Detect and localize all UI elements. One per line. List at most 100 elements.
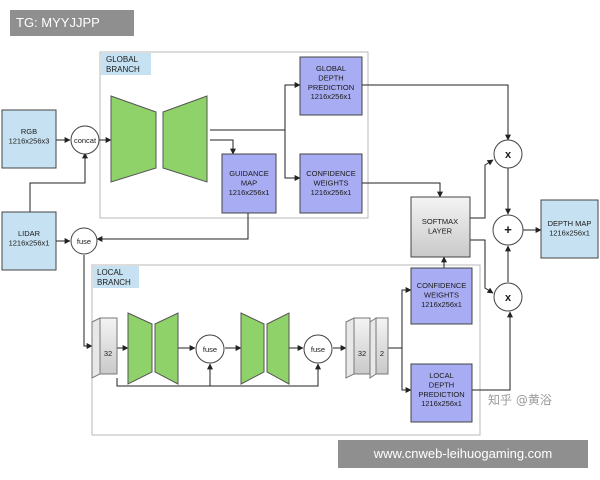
global-branch-label-bg [101, 53, 151, 75]
right-feature-stack [345, 317, 389, 379]
local-depth-label-line-2: PREDICTION [418, 390, 464, 399]
global-depth-to-mul-top [362, 84, 511, 141]
fuse-b-label-line-0: fuse [311, 345, 325, 354]
global-to-guidance [210, 139, 236, 155]
global-decoder-block [162, 95, 208, 183]
global-encoder-block [110, 95, 157, 183]
multiply-bottom-node [493, 282, 523, 312]
global-depth-box [299, 56, 363, 116]
connections [29, 82, 542, 393]
add-node [492, 214, 524, 246]
depth-map-label-line-1: 1216x256x1 [549, 228, 590, 237]
local-branch-label-line-1: BRANCH [97, 278, 131, 287]
multiply-top-label-line-0: x [505, 149, 512, 161]
lidar-label-line-0: LIDAR [18, 229, 41, 238]
guidance-map-label-line-1: MAP [241, 178, 257, 187]
softmax-label-line-1: LAYER [428, 226, 453, 235]
stack-to-local-depth [401, 348, 412, 393]
right-stack-32-label: 32 [358, 349, 366, 358]
global-branch-label-line-0: GLOBAL [106, 55, 139, 64]
local-decoder-a [154, 312, 179, 385]
fuse-b-label: fuse [311, 345, 325, 354]
local-depth-box [410, 363, 473, 423]
guidance-to-fuse [96, 213, 249, 242]
lidar-box [1, 211, 57, 271]
fuse-input-label: fuse [77, 237, 91, 246]
right-stack-2-label-line-0: 2 [380, 349, 384, 358]
global-depth-label-line-0: GLOBAL [316, 64, 346, 73]
global-branch-label-line-1: BRANCH [106, 65, 140, 74]
multiply-bottom-label-line-0: x [505, 292, 512, 304]
multiply-bottom-label: x [505, 292, 512, 304]
local-depth-label-line-3: 1216x256x1 [421, 399, 462, 408]
fuse-b-node [303, 334, 333, 364]
rgb-label-line-0: RGB [21, 127, 37, 136]
local-confidence-label-line-0: CONFIDENCE [417, 281, 467, 290]
fuse-to-local [83, 255, 93, 349]
fuse-input-label-line-0: fuse [77, 237, 91, 246]
lidar-label-line-1: 1216x256x1 [9, 238, 50, 247]
local-confidence-label-line-1: WEIGHTS [424, 290, 459, 299]
global-to-depth [210, 82, 301, 131]
depth-map-label-line-0: DEPTH MAP [548, 219, 592, 228]
multiply-top-label: x [505, 149, 512, 161]
local-encoder-a [127, 312, 153, 385]
local-confidence-label-line-2: 1216x256x1 [421, 300, 462, 309]
add-label: + [504, 222, 512, 237]
global-to-confidence [284, 130, 301, 181]
local-branch-label-line-0: LOCAL [97, 268, 124, 277]
global-depth-label-line-2: PREDICTION [308, 83, 354, 92]
fuse-a-node [195, 334, 225, 364]
tag-overlay: TG: MYYJJPP [10, 10, 134, 36]
global-confidence-label-line-1: WEIGHTS [314, 178, 349, 187]
add-label-line-0: + [504, 222, 512, 237]
multiply-top-node [493, 139, 523, 169]
lidar-to-concat [29, 152, 88, 212]
softmax-label-line-0: SOFTMAX [422, 217, 458, 226]
guidance-map-label-line-0: GUIDANCE [229, 169, 269, 178]
local-depth-to-mul-bottom [472, 311, 513, 391]
left-stack-label: 32 [104, 349, 112, 358]
global-confidence-label-line-0: CONFIDENCE [306, 169, 356, 178]
guidance-map-label-line-2: 1216x256x1 [229, 188, 270, 197]
local-confidence-box [410, 267, 473, 325]
concat-node [70, 125, 100, 155]
skip-b [117, 363, 321, 387]
softmax-box [410, 196, 471, 258]
local-decoder-b [266, 312, 290, 385]
global-branch-box [99, 51, 369, 219]
concat-label: concat [74, 136, 97, 145]
softmax-to-mul-bottom [470, 239, 494, 294]
fuse-a-label: fuse [203, 345, 217, 354]
global-confidence-label-line-2: 1216x256x1 [311, 188, 352, 197]
local-depth-label-line-1: DEPTH [429, 380, 454, 389]
local-branch-label-bg [93, 266, 139, 288]
stack-to-local-confidence [388, 287, 412, 349]
global-confidence-to-softmax [362, 182, 443, 198]
concat-label-line-0: concat [74, 136, 97, 145]
rgb-box [1, 109, 57, 169]
guidance-map-box [221, 153, 277, 214]
global-confidence-box [299, 153, 363, 214]
softmax-to-mul-top [470, 159, 494, 219]
depth-map-box [540, 199, 599, 259]
local-depth-label-line-0: LOCAL [429, 371, 454, 380]
local-encoder-b [240, 312, 265, 385]
global-depth-label-line-1: DEPTH [318, 73, 343, 82]
watermark-text: 知乎 @黄浴 [488, 393, 552, 407]
left-feature-stack [91, 317, 118, 379]
url-overlay: www.cnweb-leihuogaming.com [338, 440, 588, 468]
fuse-input-node [70, 227, 98, 255]
